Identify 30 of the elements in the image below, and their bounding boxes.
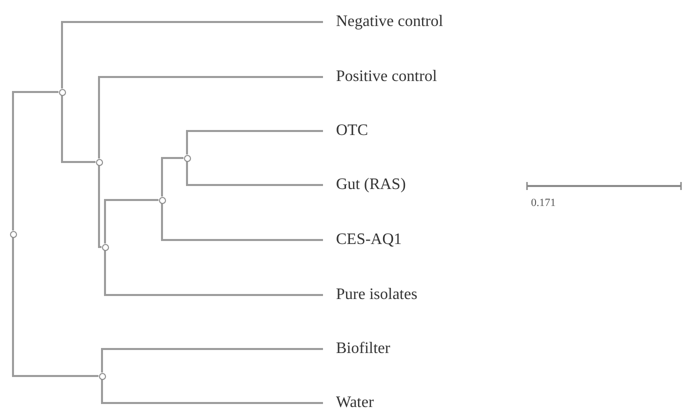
branch-node-marker — [58, 88, 66, 96]
tree-branch-line — [104, 199, 158, 244]
leaf-label: Pure isolates — [336, 286, 418, 304]
tree-branch-line — [104, 250, 323, 296]
tree-branch-line — [186, 130, 323, 154]
branch-node-marker — [96, 158, 102, 166]
leaf-label: Biofilter — [336, 340, 390, 358]
tree-branch-line — [98, 76, 323, 158]
tree-branch-line — [12, 238, 98, 377]
tree-branch-line — [61, 96, 96, 163]
tree-branch-line — [186, 162, 323, 186]
tree-branch-line — [101, 348, 323, 372]
leaf-label: Positive control — [336, 68, 437, 86]
tree-branch-line — [98, 166, 102, 248]
leaf-label: Water — [336, 394, 374, 412]
branch-node-marker — [158, 196, 166, 204]
tree-branch-line — [161, 157, 184, 196]
branch-node-marker — [184, 154, 190, 162]
branch-node-marker — [98, 372, 106, 380]
leaf-label: Negative control — [336, 13, 444, 31]
tree-branch-line — [161, 204, 323, 241]
leaf-label: OTC — [336, 122, 368, 140]
leaf-label: CES-AQ1 — [336, 231, 402, 249]
tree-branch-line — [12, 91, 58, 230]
branch-node-marker — [102, 244, 108, 250]
leaf-label: Gut (RAS) — [336, 176, 406, 194]
tree-branch-line — [101, 380, 323, 404]
tree-branch-line — [61, 21, 323, 88]
scale-value-label: 0.171 — [531, 197, 556, 210]
branch-node-marker — [10, 230, 16, 238]
